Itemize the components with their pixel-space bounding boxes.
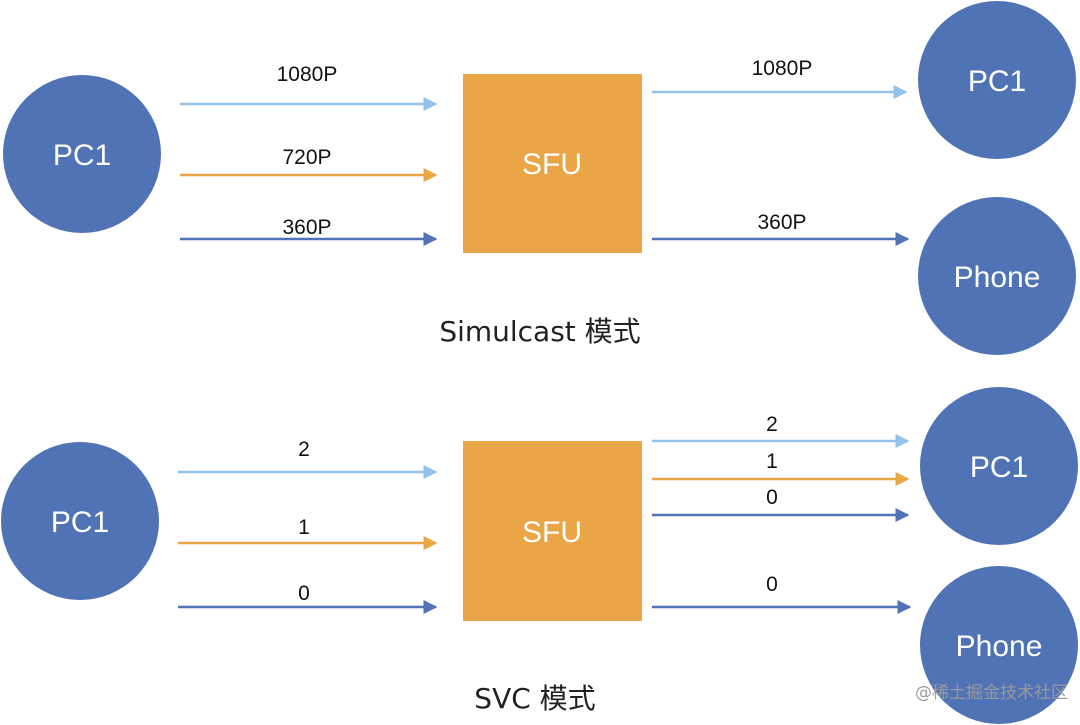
svc-sfu-label: SFU (522, 516, 582, 549)
simulcast-output-label-360p: 360P (757, 211, 806, 234)
simulcast-receiver-pc1-node (918, 1, 1076, 159)
svc-output-label-phone-0: 0 (766, 573, 778, 596)
simulcast-receiver-phone-label: Phone (954, 261, 1041, 294)
svc-output-label-pc1-1: 1 (766, 450, 778, 473)
svc-sender-node (1, 442, 159, 600)
svc-receiver-pc1-label: PC1 (970, 451, 1028, 484)
simulcast-sender-node (3, 75, 161, 233)
simulcast-caption: Simulcast 模式 (439, 315, 640, 348)
svc-receiver-phone-node (920, 566, 1078, 724)
svc-input-label-0: 0 (298, 582, 310, 605)
svc-receiver-phone-label: Phone (956, 630, 1043, 663)
svc-output-label-pc1-0: 0 (766, 486, 778, 509)
simulcast-receiver-phone-node (918, 197, 1076, 355)
svc-receiver-pc1-node (920, 387, 1078, 545)
simulcast-input-label-360p: 360P (282, 216, 331, 239)
simulcast-input-label-1080p: 1080P (277, 63, 338, 86)
simulcast-output-label-1080p: 1080P (752, 57, 813, 80)
watermark-text: @稀土掘金技术社区 (915, 683, 1068, 703)
simulcast-section: PC1 1080P 720P 360P SFU 1080P 360P PC1 P… (3, 1, 1076, 355)
svc-section: PC1 2 1 0 SFU 2 1 0 0 PC1 Phone SVC 模式 (1, 387, 1078, 724)
simulcast-receiver-pc1-label: PC1 (968, 65, 1026, 98)
svc-sender-label: PC1 (51, 506, 109, 539)
svc-input-label-1: 1 (298, 516, 310, 539)
svc-sfu-box (463, 441, 642, 621)
simulcast-sfu-box (463, 74, 642, 253)
simulcast-input-label-720p: 720P (282, 146, 331, 169)
simulcast-sfu-label: SFU (522, 148, 582, 181)
svc-input-label-2: 2 (298, 438, 310, 461)
svc-caption: SVC 模式 (474, 682, 595, 715)
simulcast-sender-label: PC1 (53, 139, 111, 172)
svc-output-label-pc1-2: 2 (766, 413, 778, 436)
